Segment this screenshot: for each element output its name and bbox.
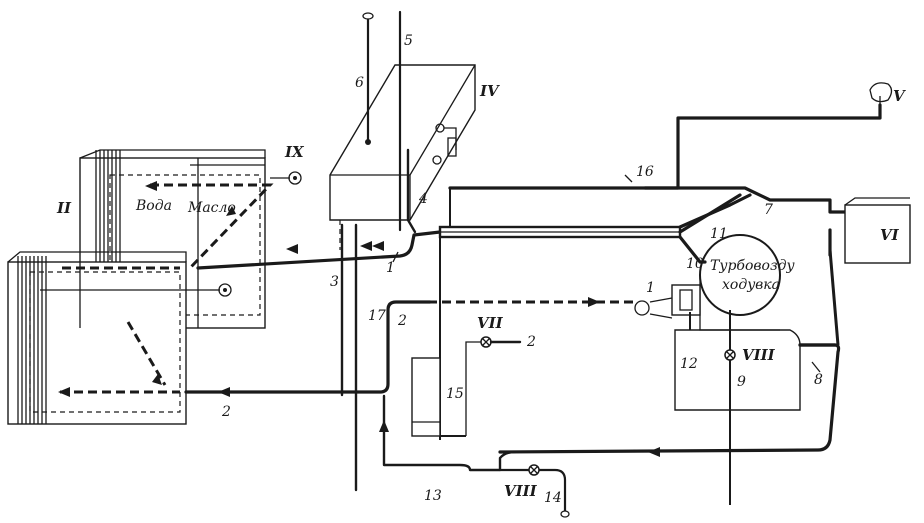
lower-radiator-fins xyxy=(17,256,47,424)
label-water: Вода xyxy=(135,198,172,214)
label-4: 4 xyxy=(418,191,428,207)
label-roman-vi: VI xyxy=(880,226,900,244)
label-2-valve: 2 xyxy=(526,334,536,350)
label-roman-ii: II xyxy=(56,199,72,217)
label-14: 14 xyxy=(544,490,562,506)
pump-v xyxy=(869,82,893,105)
label-2-mid: 2 xyxy=(397,313,407,329)
label-oil: Масло xyxy=(187,200,236,216)
label-1-turbo: 1 xyxy=(646,280,655,296)
label-8: 8 xyxy=(814,372,823,388)
label-17: 17 xyxy=(368,308,386,324)
label-roman-iv: IV xyxy=(479,82,500,100)
expansion-tank-iv xyxy=(329,64,476,221)
label-12: 12 xyxy=(680,356,698,372)
thermometer-ix-upper xyxy=(270,171,302,185)
label-10: 10 xyxy=(686,256,704,272)
label-13: 13 xyxy=(424,488,442,504)
turbocharger xyxy=(634,234,781,331)
label-3: 3 xyxy=(330,274,339,290)
label-1-left: 1 xyxy=(386,260,395,276)
label-roman-v: V xyxy=(893,87,906,105)
label-turbo-2: ходyвка xyxy=(722,277,780,293)
label-11: 11 xyxy=(710,226,728,242)
label-16: 16 xyxy=(636,164,654,180)
label-roman-viii-left: VIII xyxy=(504,482,538,500)
label-9: 9 xyxy=(737,374,746,390)
label-6: 6 xyxy=(355,75,364,91)
label-15: 15 xyxy=(446,386,464,402)
label-roman-ix: IX xyxy=(284,143,305,161)
thermometer-ix-lower xyxy=(210,283,232,297)
label-roman-vii: VII xyxy=(477,314,504,332)
heater-vi xyxy=(844,197,911,264)
label-5: 5 xyxy=(404,33,413,49)
engine-block xyxy=(411,329,801,437)
label-2-bottom: 2 xyxy=(221,404,231,420)
label-turbo-1: Турбовоздy xyxy=(710,258,795,274)
label-roman-viii-right: VIII xyxy=(742,346,776,364)
lower-radiator-block xyxy=(7,251,187,425)
label-7: 7 xyxy=(764,202,773,218)
